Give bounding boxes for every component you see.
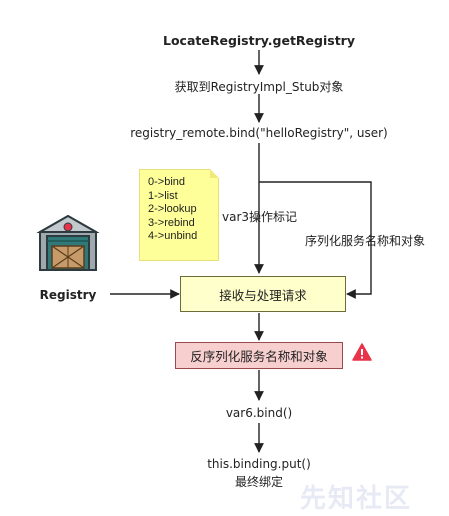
opcode-note: 0->bind 1->list 2->lookup 3->rebind 4->u… — [139, 169, 219, 261]
receive-process-box: 接收与处理请求 — [180, 276, 346, 312]
opcode-unbind: 4->unbind — [148, 230, 198, 242]
bind-call-step: registry_remote.bind("helloRegistry", us… — [130, 126, 388, 140]
watermark: 先知社区 — [300, 484, 413, 514]
opcode-list: 1->list — [148, 189, 178, 202]
binding-put-step: this.binding.put() — [207, 457, 311, 471]
deserialize-box: 反序列化服务名称和对象 — [175, 342, 343, 369]
receive-process-label: 接收与处理请求 — [219, 287, 307, 303]
var6-bind-step: var6.bind() — [225, 406, 293, 420]
registry-label: Registry — [39, 288, 97, 302]
serialize-label: 序列化服务名称和对象 — [305, 234, 426, 248]
note-fold — [210, 169, 219, 178]
top-title: LocateRegistry.getRegistry — [163, 33, 355, 48]
opcode-lookup: 2->lookup — [148, 203, 197, 215]
arrow-serialize-path — [259, 181, 372, 299]
var3-label: var3操作标记 — [222, 210, 298, 224]
opcode-rebind: 3->rebind — [148, 216, 195, 229]
deserialize-label: 反序列化服务名称和对象 — [190, 349, 328, 364]
warehouse-icon — [36, 214, 100, 271]
final-bind-step: 最终绑定 — [234, 475, 283, 489]
get-stub-step: 获取到RegistryImpl_Stub对象 — [174, 80, 344, 94]
opcode-bind: 0->bind — [148, 176, 186, 188]
warning-icon — [352, 343, 372, 361]
